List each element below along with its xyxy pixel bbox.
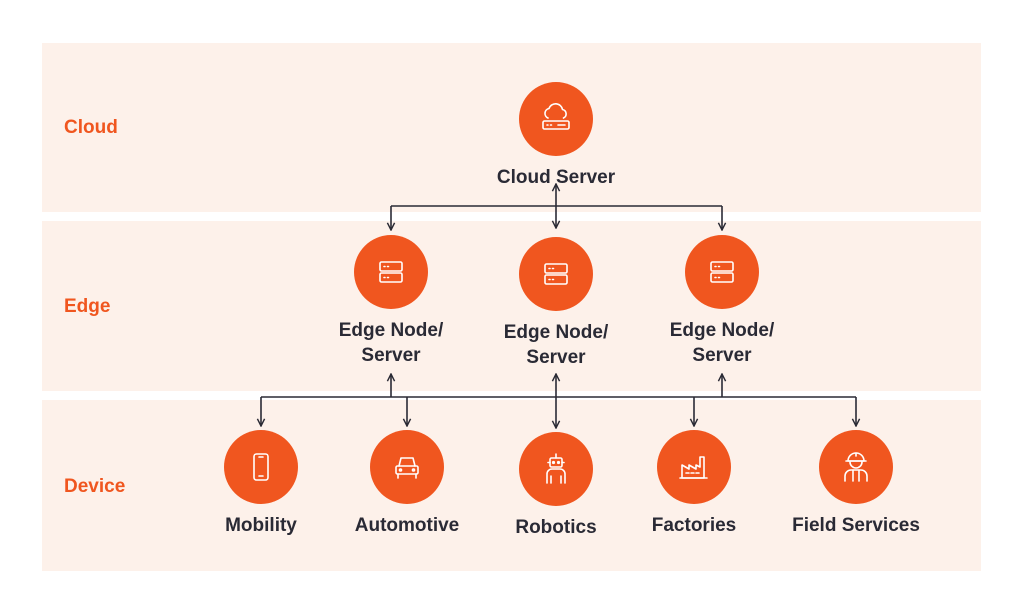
device-layer-label: Device bbox=[64, 476, 126, 497]
field-services-label: Field Services bbox=[792, 515, 920, 536]
smartphone-icon bbox=[224, 430, 298, 504]
factories-label: Factories bbox=[651, 515, 737, 536]
robotics-label: Robotics bbox=[515, 517, 597, 538]
edge-node-1: Edge Node/ Server bbox=[311, 235, 471, 368]
mobility-label: Mobility bbox=[225, 515, 297, 536]
edge-node-1-label: Edge Node/ Server bbox=[338, 320, 444, 366]
cloud-band bbox=[42, 43, 981, 212]
edge-layer-label: Edge bbox=[64, 296, 111, 317]
automotive-node: Automotive bbox=[332, 430, 482, 538]
automotive-label: Automotive bbox=[354, 515, 460, 536]
robotics-node: Robotics bbox=[491, 432, 621, 540]
mobility-node: Mobility bbox=[196, 430, 326, 538]
server-icon bbox=[685, 235, 759, 309]
factory-icon bbox=[657, 430, 731, 504]
edge-node-2-label: Edge Node/ Server bbox=[503, 322, 609, 368]
worker-icon bbox=[819, 430, 893, 504]
field-services-node: Field Services bbox=[771, 430, 941, 538]
factories-node: Factories bbox=[629, 430, 759, 538]
cloud-layer-label: Cloud bbox=[64, 117, 118, 138]
edge-node-2: Edge Node/ Server bbox=[476, 237, 636, 370]
cloud-server-node: Cloud Server bbox=[456, 82, 656, 190]
server-icon bbox=[354, 235, 428, 309]
cloud-server-icon bbox=[519, 82, 593, 156]
edge-band bbox=[42, 221, 981, 391]
edge-node-3: Edge Node/ Server bbox=[642, 235, 802, 368]
cloud-server-label: Cloud Server bbox=[496, 167, 616, 188]
edge-node-3-label: Edge Node/ Server bbox=[669, 320, 775, 366]
robot-icon bbox=[519, 432, 593, 506]
car-icon bbox=[370, 430, 444, 504]
server-icon bbox=[519, 237, 593, 311]
